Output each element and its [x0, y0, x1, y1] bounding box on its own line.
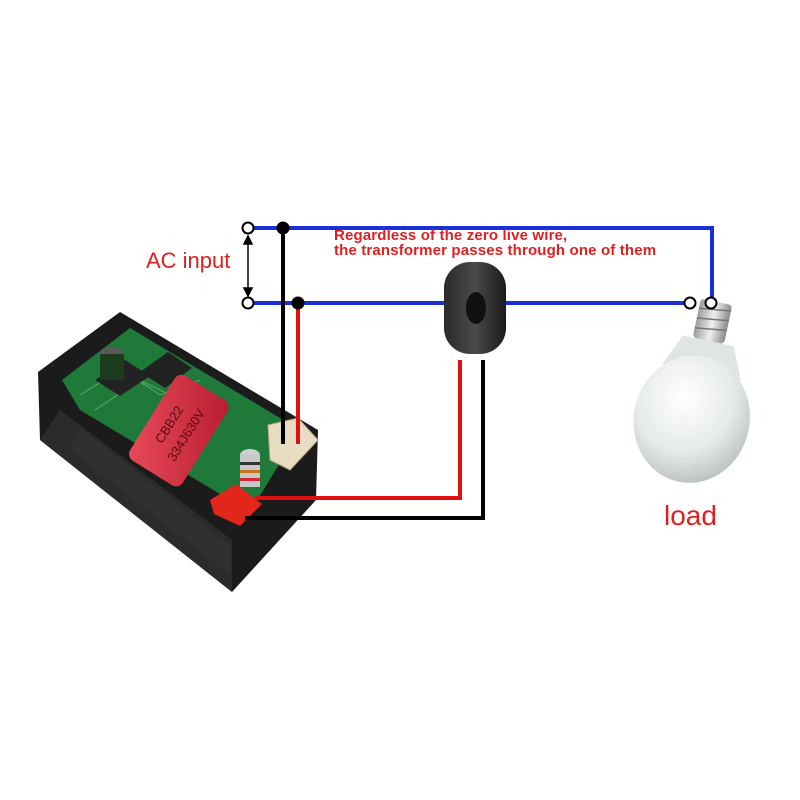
terminal-node-icon: [683, 296, 697, 310]
red-connector: [210, 484, 262, 526]
bulb-globe: [633, 355, 750, 483]
meter-module-icon: CBB22 334J630V: [38, 312, 319, 592]
electrolytic-capacitor-body: [100, 354, 124, 380]
terminal-node-icon: [241, 296, 255, 310]
ic-chip-right: [140, 352, 192, 388]
junction-dot-icon: [291, 296, 305, 310]
white-connector: [267, 417, 319, 471]
light-bulb-icon: [633, 299, 750, 483]
load-label: load: [664, 500, 717, 531]
transformer-note: Regardless of the zero live wire, the tr…: [334, 228, 656, 258]
junction-dot-icon: [276, 221, 290, 235]
terminal-node-icon: [241, 221, 255, 235]
ct-hole: [466, 292, 486, 324]
transformer-note-line1: Regardless of the zero live wire,: [334, 227, 568, 244]
transformer-note-line2: the transformer passes through one of th…: [334, 242, 657, 259]
red-wire-ct-output: [255, 360, 462, 500]
current-transformer-icon: [444, 262, 506, 354]
double-arrow-icon: [242, 234, 254, 298]
meter-front-face: [70, 428, 230, 575]
resistor: [240, 449, 260, 487]
ac-input-label: AC input: [146, 248, 231, 273]
terminal-node-icon: [704, 296, 718, 310]
black-wire-ct-output: [245, 360, 485, 520]
film-capacitor-body: [129, 374, 229, 487]
